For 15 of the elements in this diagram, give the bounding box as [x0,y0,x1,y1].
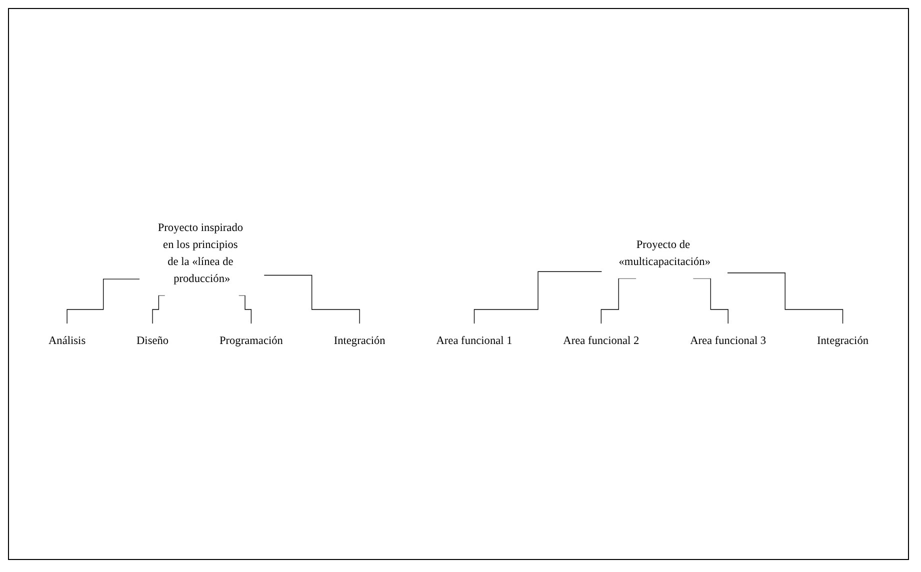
node-text: Análisis [48,334,86,347]
node-text: Proyecto de «multicapacitación» [618,238,710,268]
node-text: Programación [219,334,283,347]
node-text: Area funcional 3 [690,334,766,347]
node-text: Integración [334,334,386,347]
node-text: Area funcional 1 [436,334,512,347]
node-text: Area funcional 2 [563,334,640,347]
connector-line [474,271,602,324]
connector-line [264,274,360,324]
node-text: Proyecto inspirado en los principios de la «línea de producción» [158,221,244,285]
connector-line [727,272,844,324]
node-text: Integración [816,334,868,347]
connector-line [66,278,140,324]
node-text: Diseño [136,334,169,347]
tree-diagram: Proyecto inspirado en los principios de la «línea de producción» Análisis Diseño Programación Integración Proyecto de «multicapacitación» Area funcional 1 Area funcional 2 Area funcional 3 Integración [26,206,890,362]
